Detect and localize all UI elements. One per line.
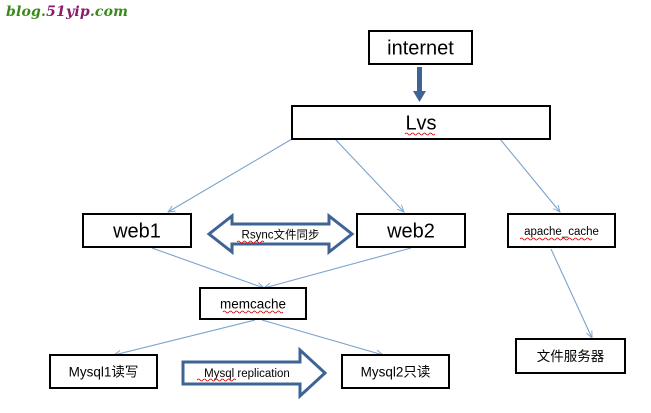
edge-lvs-web2 (334, 138, 404, 212)
node-apache-cache-label: apache_cache (524, 226, 599, 238)
node-mysql2-label: Mysql2只读 (361, 365, 431, 380)
rsync-label: Rsync文件同步 (242, 228, 320, 242)
edge-apache-cache-file-server (550, 248, 593, 338)
edge-memcache-mysql1 (114, 319, 256, 355)
node-lvs: Lvs (291, 105, 551, 140)
spellcheck-underline (404, 132, 436, 136)
edge-lvs-web1 (168, 138, 293, 212)
replication-label: Mysql replication (204, 368, 290, 380)
spellcheck-underline (222, 310, 284, 314)
spellcheck-underline (196, 378, 237, 382)
edge-memcache-mysql2 (261, 319, 383, 355)
node-mysql1: Mysql1读写 (49, 354, 158, 389)
spellcheck-underline (519, 237, 593, 241)
node-web1: web1 (82, 213, 192, 248)
watermark-part-2: 51yip (46, 4, 90, 20)
node-web1-label: web1 (112, 221, 161, 243)
watermark: blog.51yip.com (6, 4, 128, 20)
connectors (114, 138, 593, 355)
node-file-server: 文件服务器 (515, 338, 626, 374)
edge-internet-lvs (413, 67, 426, 102)
edge-web1-memcache (151, 247, 264, 288)
node-mysql2: Mysql2只读 (341, 354, 450, 389)
replication-arrow: Mysql replication (181, 346, 328, 400)
node-memcache: memcache (199, 287, 307, 320)
spellcheck-underline (236, 240, 265, 244)
rsync-double-arrow: Rsync文件同步 (206, 212, 355, 256)
node-memcache-label: memcache (220, 297, 286, 312)
watermark-part-3: .com (89, 4, 129, 20)
watermark-part-1: blog. (6, 4, 47, 20)
node-lvs-label: Lvs (405, 113, 436, 135)
edge-lvs-apache-cache (499, 138, 560, 212)
node-web2: web2 (356, 213, 466, 248)
node-apache-cache: apache_cache (507, 213, 616, 248)
node-web2-label: web2 (386, 221, 435, 243)
edge-web2-memcache (264, 247, 412, 288)
node-internet: internet (368, 30, 473, 65)
node-mysql1-label: Mysql1读写 (69, 365, 139, 380)
node-internet-label: internet (387, 38, 454, 60)
node-file-server-label: 文件服务器 (537, 349, 605, 364)
